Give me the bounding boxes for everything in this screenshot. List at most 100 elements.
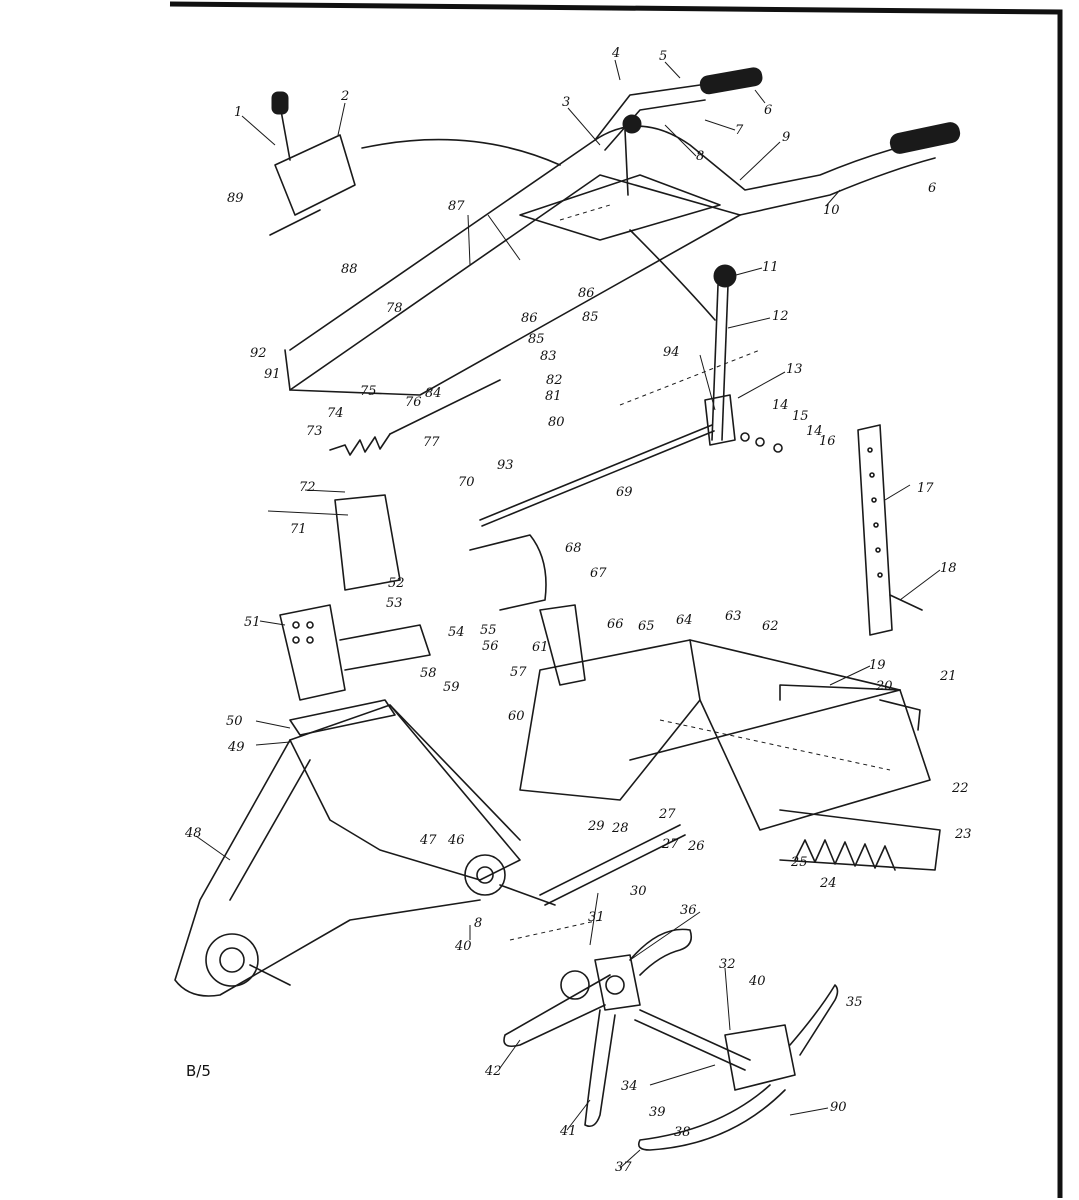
part-label-11: 11 — [762, 260, 779, 275]
part-label-36: 36 — [680, 903, 697, 918]
part-label-71: 71 — [290, 522, 307, 537]
part-label-39: 39 — [649, 1105, 666, 1120]
part-label-49: 49 — [228, 740, 245, 755]
part-label-8-lower: 8 — [474, 916, 483, 931]
page-border — [169, 1, 1063, 1198]
part-label-47: 47 — [420, 833, 437, 848]
part-label-3: 3 — [562, 95, 571, 110]
part-label-52: 52 — [388, 576, 405, 591]
part-label-73: 73 — [306, 424, 323, 439]
part-label-30: 30 — [630, 884, 647, 899]
part-label-25: 25 — [791, 855, 808, 870]
part-label-70: 70 — [458, 475, 475, 490]
part-label-55: 55 — [480, 623, 497, 638]
part-label-59: 59 — [443, 680, 460, 695]
part-label-38: 38 — [674, 1125, 691, 1140]
part-label-67: 67 — [590, 566, 607, 581]
part-label-5: 5 — [659, 49, 668, 64]
part-label-86-left: 86 — [521, 311, 538, 326]
part-label-83: 83 — [540, 349, 557, 364]
part-label-12: 12 — [772, 309, 789, 324]
part-label-2: 2 — [341, 89, 350, 104]
part-label-54: 54 — [448, 625, 465, 640]
page-code: B/5 — [186, 1062, 211, 1080]
part-label-57: 57 — [510, 665, 527, 680]
part-label-81: 81 — [545, 389, 562, 404]
part-label-89: 89 — [227, 191, 244, 206]
part-label-94: 94 — [663, 345, 680, 360]
part-label-14-b: 14 — [806, 424, 823, 439]
transmission-frame — [174, 699, 556, 997]
part-label-51: 51 — [244, 615, 261, 630]
part-label-62: 62 — [762, 619, 779, 634]
part-label-32: 32 — [719, 957, 736, 972]
part-label-15: 15 — [792, 409, 809, 424]
part-label-50: 50 — [226, 714, 243, 729]
part-label-40-left: 40 — [455, 939, 472, 954]
part-label-85-left: 85 — [528, 332, 545, 347]
part-label-10: 10 — [823, 203, 840, 218]
part-label-61: 61 — [532, 640, 549, 655]
throttle-control — [269, 91, 356, 236]
part-label-74: 74 — [327, 406, 344, 421]
handle-assembly — [284, 67, 961, 396]
part-label-48: 48 — [185, 826, 202, 841]
part-label-1: 1 — [234, 105, 243, 120]
part-label-85-right: 85 — [582, 310, 599, 325]
part-label-14-a: 14 — [772, 398, 789, 413]
tine-shield — [519, 639, 941, 871]
part-label-93: 93 — [497, 458, 514, 473]
part-label-76: 76 — [405, 395, 422, 410]
part-label-68: 68 — [565, 541, 582, 556]
part-label-24: 24 — [820, 876, 837, 891]
part-label-60: 60 — [508, 709, 525, 724]
part-label-64: 64 — [676, 613, 693, 628]
part-label-86-right: 86 — [578, 286, 595, 301]
part-label-75: 75 — [360, 384, 377, 399]
part-label-18: 18 — [940, 561, 957, 576]
part-label-42: 42 — [485, 1064, 502, 1079]
part-label-7: 7 — [735, 123, 744, 138]
part-label-40-right: 40 — [749, 974, 766, 989]
part-label-27-lower: 27 — [662, 837, 679, 852]
part-label-35: 35 — [846, 995, 863, 1010]
part-label-17: 17 — [917, 481, 934, 496]
part-label-80: 80 — [548, 415, 565, 430]
part-label-66: 66 — [607, 617, 624, 632]
part-label-84: 84 — [425, 386, 442, 401]
part-label-91: 91 — [264, 367, 281, 382]
part-label-58: 58 — [420, 666, 437, 681]
part-label-87: 87 — [448, 199, 465, 214]
part-label-29: 29 — [588, 819, 605, 834]
part-label-53: 53 — [386, 596, 403, 611]
part-label-20: 20 — [876, 679, 893, 694]
part-label-90: 90 — [830, 1100, 847, 1115]
part-label-77: 77 — [423, 435, 440, 450]
part-label-31: 31 — [588, 910, 605, 925]
part-label-37: 37 — [615, 1160, 632, 1175]
part-label-41: 41 — [560, 1124, 577, 1139]
part-label-9: 9 — [782, 130, 791, 145]
part-label-22: 22 — [952, 781, 969, 796]
part-label-8-upper: 8 — [696, 149, 705, 164]
part-label-16: 16 — [819, 434, 836, 449]
part-label-69: 69 — [616, 485, 633, 500]
part-label-34: 34 — [621, 1079, 638, 1094]
part-label-23: 23 — [955, 827, 972, 842]
bracket-assembly — [279, 379, 586, 701]
part-label-88: 88 — [341, 262, 358, 277]
part-label-21: 21 — [940, 669, 957, 684]
part-label-27-upper: 27 — [659, 807, 676, 822]
part-label-6-upper: 6 — [764, 103, 773, 118]
part-label-56: 56 — [482, 639, 499, 654]
part-label-13: 13 — [786, 362, 803, 377]
part-label-46: 46 — [448, 833, 465, 848]
part-label-65: 65 — [638, 619, 655, 634]
part-label-4: 4 — [612, 46, 621, 61]
part-label-28: 28 — [612, 821, 629, 836]
tine-assembly — [503, 824, 839, 1151]
part-label-92: 92 — [250, 346, 267, 361]
part-label-78: 78 — [386, 301, 403, 316]
